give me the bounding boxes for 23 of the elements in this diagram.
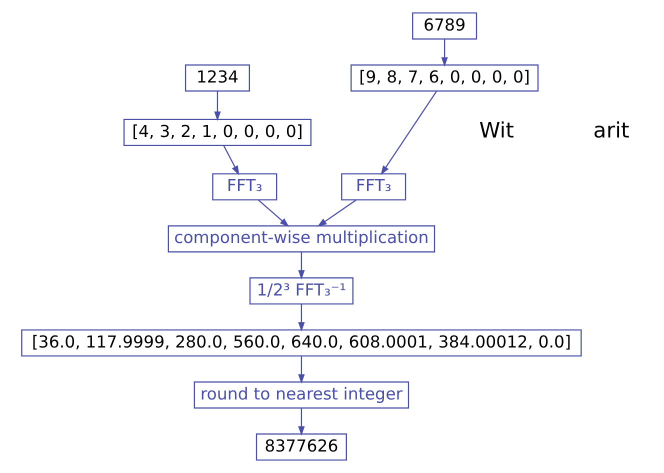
node-box: component-wise multiplication (167, 225, 435, 252)
arrow (214, 91, 220, 122)
node-box: 8377626 (255, 433, 346, 461)
arrow (298, 304, 304, 332)
node-box: 1234 (184, 64, 250, 92)
node-box: FFT₃ (340, 173, 406, 200)
arrow (222, 145, 239, 176)
arrow (298, 408, 304, 436)
arrow (298, 356, 304, 384)
arrow (258, 200, 289, 227)
arrow (316, 200, 356, 227)
label: Wit (478, 118, 514, 144)
node-box: 6789 (412, 12, 477, 40)
node-box: 1/2³ FFT₃⁻¹ (248, 277, 353, 304)
node-box: [9, 8, 7, 6, 0, 0, 0, 0] (350, 64, 538, 92)
node-box: [36.0, 117.9999, 280.0, 560.0, 640.0, 608.0001, 384.00012, 0.0] (20, 329, 582, 357)
label: arit (592, 118, 629, 144)
arrow (298, 252, 304, 280)
arrow (380, 91, 436, 176)
node-box: FFT₃ (212, 173, 277, 200)
node-box: [4, 3, 2, 1, 0, 0, 0, 0] (122, 118, 311, 146)
node-box: round to nearest integer (193, 381, 409, 409)
arrow (440, 39, 448, 67)
